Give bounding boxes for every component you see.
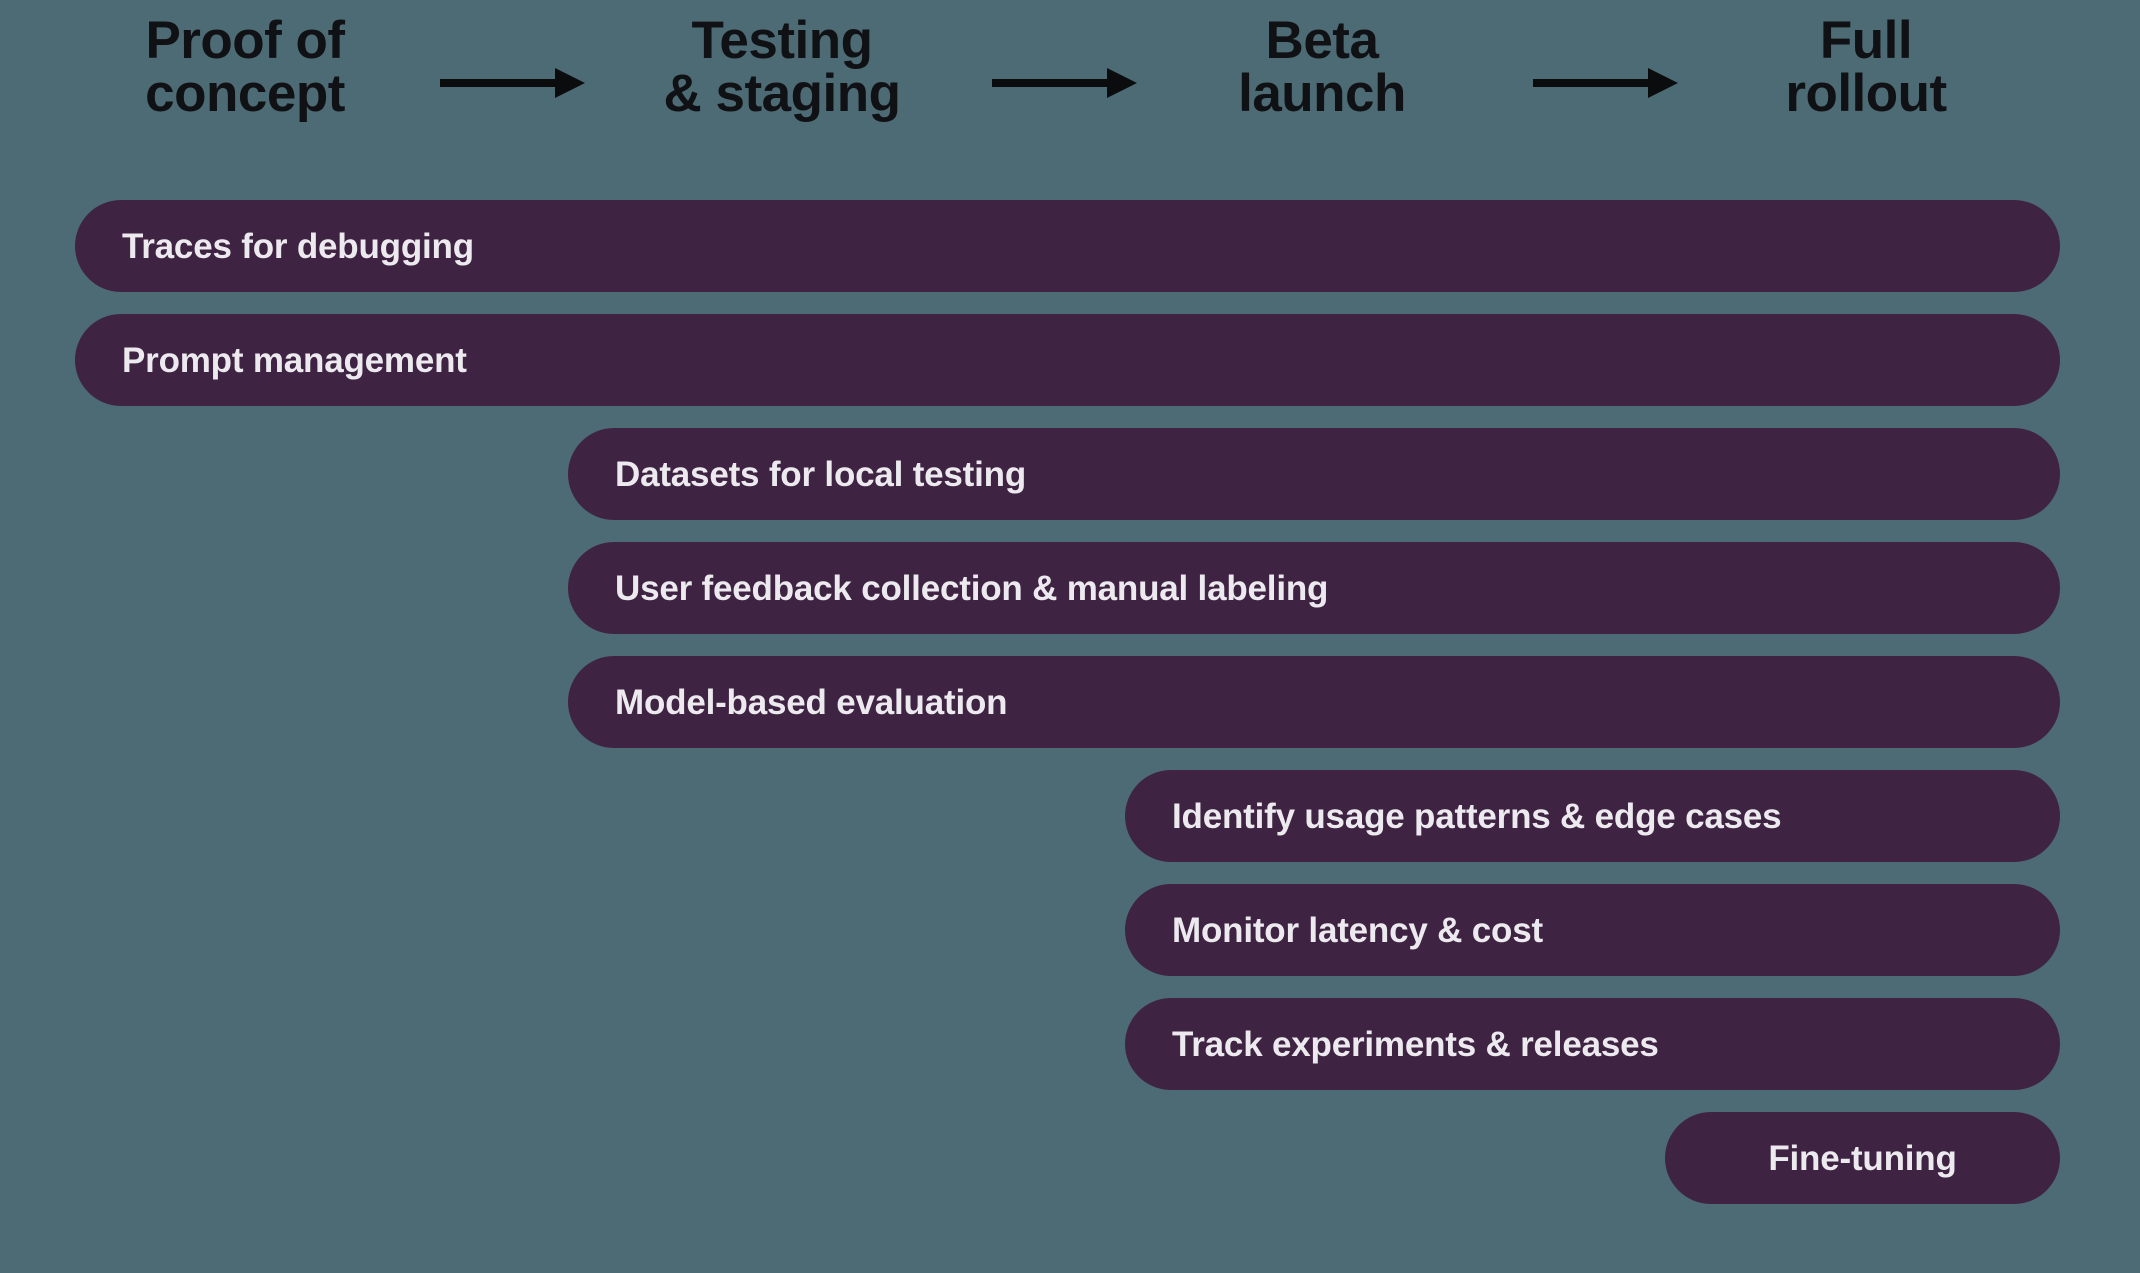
phase-label-beta-launch: Beta launch [1238,11,1406,123]
capability-label: Identify usage patterns & edge cases [1172,796,1782,836]
capability-bar-identify-usage-patterns[interactable]: Identify usage patterns & edge cases [1125,770,2060,862]
phase-label-testing-and-staging: Testing & staging [663,11,901,123]
capability-bar-datasets-for-local-testing[interactable]: Datasets for local testing [568,428,2060,520]
capability-bar-user-feedback-collection[interactable]: User feedback collection & manual labeli… [568,542,2060,634]
capability-label: Track experiments & releases [1172,1024,1659,1064]
capability-label: Prompt management [122,340,467,380]
capability-bar-monitor-latency-and-cost[interactable]: Monitor latency & cost [1125,884,2060,976]
capability-label: Model-based evaluation [615,682,1008,722]
arrow-right-icon-beta-to-rollout [1533,68,1678,98]
phase-label-proof-of-concept: Proof of concept [145,11,345,123]
capability-label: Fine-tuning [1768,1138,1957,1178]
capability-label: Datasets for local testing [615,454,1027,494]
capability-bar-traces-for-debugging[interactable]: Traces for debugging [75,200,2060,292]
capability-bar-fine-tuning[interactable]: Fine-tuning [1665,1112,2060,1204]
capability-label: Traces for debugging [122,226,474,266]
capability-bar-prompt-management[interactable]: Prompt management [75,314,2060,406]
capability-bar-track-experiments-and-releases[interactable]: Track experiments & releases [1125,998,2060,1090]
capability-label: User feedback collection & manual labeli… [615,568,1329,608]
arrow-right-icon-testing-to-beta [992,68,1137,98]
phase-label-full-rollout: Full rollout [1785,11,1947,123]
capability-bar-model-based-evaluation[interactable]: Model-based evaluation [568,656,2060,748]
arrow-right-icon-poc-to-testing [440,68,585,98]
capability-label: Monitor latency & cost [1172,910,1543,950]
